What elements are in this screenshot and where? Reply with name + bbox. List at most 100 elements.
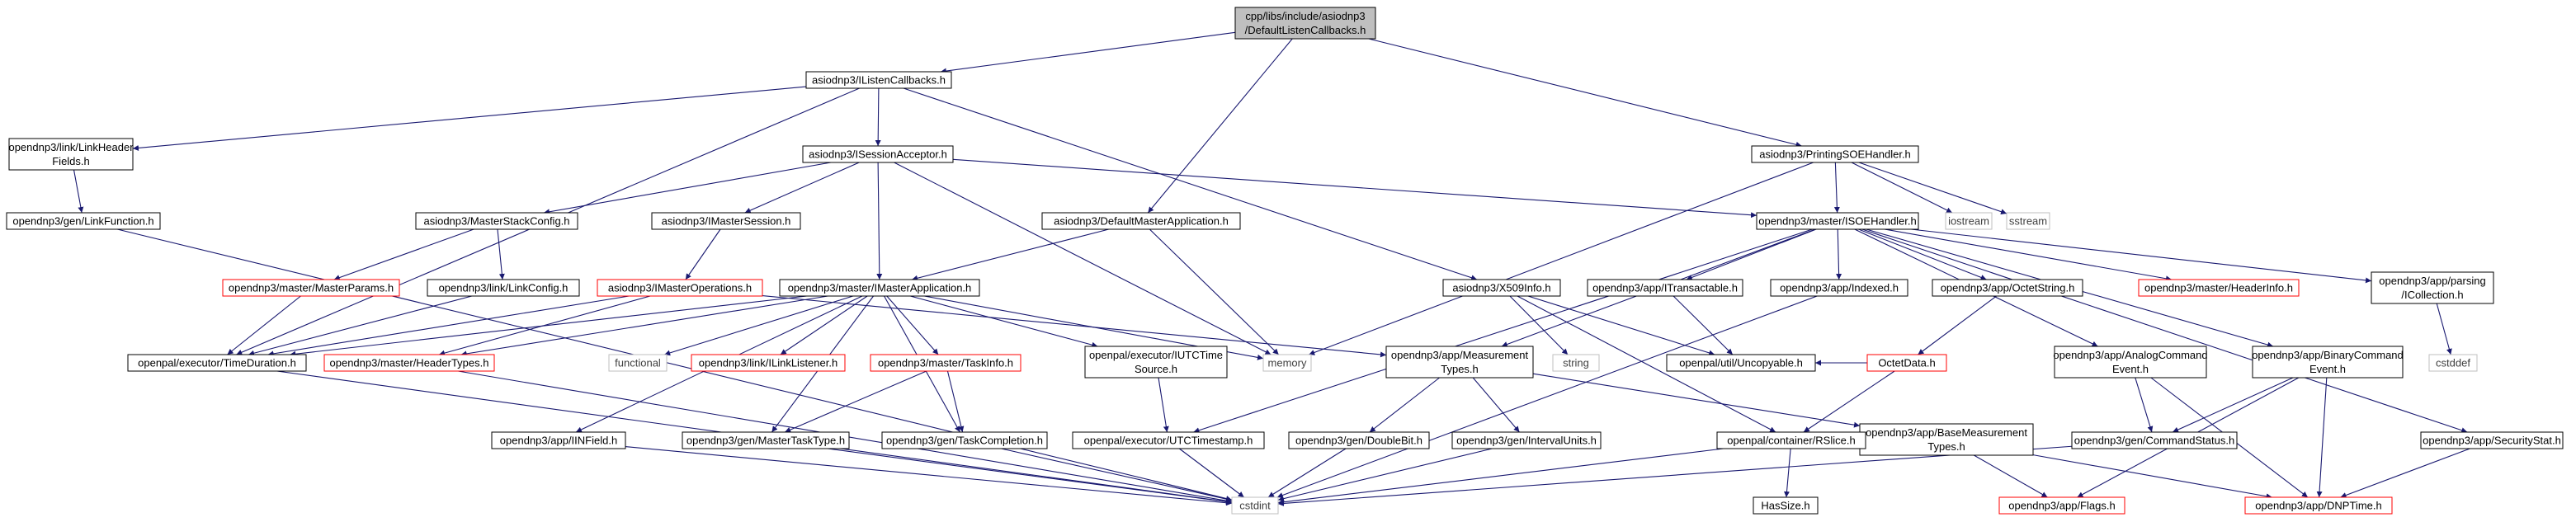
edge-ilisten-to-x509 bbox=[903, 87, 1478, 281]
node-label: HasSize.h bbox=[1761, 500, 1809, 512]
node-box bbox=[323, 354, 495, 372]
edge-mastertasktype-to-cstdint bbox=[827, 448, 1233, 505]
node-masterparams[interactable]: opendnp3/master/MasterParams.h bbox=[222, 279, 400, 297]
node-masterstack[interactable]: asiodnp3/MasterStackConfig.h bbox=[415, 212, 578, 230]
node-label: functional bbox=[615, 357, 661, 369]
node-sstream: sstream bbox=[2006, 212, 2050, 230]
node-defmasterapp[interactable]: asiodnp3/DefaultMasterApplication.h bbox=[1041, 212, 1241, 230]
edge-binarycmd-to-dnptime bbox=[2316, 377, 2328, 498]
node-headerinfo[interactable]: opendnp3/master/HeaderInfo.h bbox=[2138, 279, 2300, 297]
node-commandstatus[interactable]: opendnp3/gen/CommandStatus.h bbox=[2071, 431, 2238, 449]
node-box bbox=[415, 212, 578, 230]
node-box bbox=[1084, 346, 1228, 379]
edge-defmasterapp-to-imasterapp bbox=[911, 228, 1110, 281]
node-itransact[interactable]: opendnp3/app/ITransactable.h bbox=[1587, 279, 1743, 297]
node-imastersession[interactable]: asiodnp3/IMasterSession.h bbox=[651, 212, 801, 230]
node-box bbox=[1716, 431, 1866, 449]
node-label: sstream bbox=[2009, 215, 2047, 228]
node-imasterops[interactable]: asiodnp3/IMasterOperations.h bbox=[597, 279, 763, 297]
node-octetdata[interactable]: OctetData.h bbox=[1866, 354, 1947, 372]
node-utctimestamp[interactable]: openpal/executor/UTCTimestamp.h bbox=[1072, 431, 1265, 449]
node-linkconfig[interactable]: opendnp3/link/LinkConfig.h bbox=[427, 279, 580, 297]
node-label: cpp/libs/include/asiodnp3 bbox=[1245, 10, 1365, 22]
edge-ilisten-to-isession bbox=[875, 87, 881, 147]
node-mastertasktype[interactable]: opendnp3/gen/MasterTaskType.h bbox=[682, 431, 850, 449]
node-box bbox=[2420, 431, 2564, 449]
node-box bbox=[1262, 354, 1312, 372]
node-hassize[interactable]: HasSize.h bbox=[1753, 496, 1819, 515]
node-label: cstddef bbox=[2436, 357, 2470, 369]
node-securitystat[interactable]: opendnp3/app/SecurityStat.h bbox=[2420, 431, 2564, 449]
edge-ilisten-to-linkheader bbox=[132, 86, 807, 151]
node-headertypes[interactable]: opendnp3/master/HeaderTypes.h bbox=[323, 354, 495, 372]
node-label: asiodnp3/IMasterOperations.h bbox=[608, 282, 752, 294]
node-box bbox=[802, 145, 954, 163]
node-x509[interactable]: asiodnp3/X509Info.h bbox=[1442, 279, 1561, 297]
node-label: opendnp3/gen/DoubleBit.h bbox=[1295, 435, 1422, 447]
node-label: OctetData.h bbox=[1878, 357, 1935, 369]
node-imasterapp[interactable]: opendnp3/master/IMasterApplication.h bbox=[779, 279, 980, 297]
node-dnptime[interactable]: opendnp3/app/DNPTime.h bbox=[2244, 496, 2393, 515]
node-box bbox=[1998, 496, 2125, 515]
node-doublebit[interactable]: opendnp3/gen/DoubleBit.h bbox=[1288, 431, 1430, 449]
node-box bbox=[651, 212, 801, 230]
edge-isession-to-imastersession bbox=[744, 162, 860, 214]
node-label: opendnp3/master/HeaderInfo.h bbox=[2144, 282, 2293, 294]
node-box bbox=[6, 212, 161, 230]
node-label: opendnp3/app/BinaryCommand bbox=[2252, 349, 2404, 361]
edge-printsoe-to-memory bbox=[1309, 162, 1814, 355]
node-functional: functional bbox=[608, 354, 668, 372]
node-uncopyable[interactable]: openpal/util/Uncopyable.h bbox=[1666, 354, 1816, 372]
node-box bbox=[1451, 431, 1602, 449]
node-printsoe[interactable]: asiodnp3/PrintingSOEHandler.h bbox=[1751, 145, 1919, 163]
edge-icollection-to-cstddef bbox=[2436, 303, 2452, 355]
node-cstddef: cstddef bbox=[2428, 354, 2478, 372]
node-linkfunc[interactable]: opendnp3/gen/LinkFunction.h bbox=[6, 212, 161, 230]
edge-indexed-to-cstdint bbox=[1276, 295, 1818, 498]
node-ilisten[interactable]: asiodnp3/IListenCallbacks.h bbox=[805, 71, 952, 89]
node-isoe[interactable]: opendnp3/master/ISOEHandler.h bbox=[1756, 212, 1919, 230]
node-label: opendnp3/app/SecurityStat.h bbox=[2423, 435, 2561, 447]
edge-octetstring-to-octetdata bbox=[1918, 295, 1997, 355]
node-box bbox=[2006, 212, 2050, 230]
edge-rslice-to-cstdint bbox=[1277, 448, 1724, 506]
node-intervalunits[interactable]: opendnp3/gen/IntervalUnits.h bbox=[1451, 431, 1602, 449]
node-label: opendnp3/app/parsing bbox=[2379, 275, 2485, 287]
node-icollection[interactable]: opendnp3/app/parsing/ICollection.h bbox=[2371, 271, 2494, 304]
node-taskinfo[interactable]: opendnp3/master/TaskInfo.h bbox=[870, 354, 1021, 372]
node-octetstring[interactable]: opendnp3/app/OctetString.h bbox=[1932, 279, 2083, 297]
node-iinfield[interactable]: opendnp3/app/IINField.h bbox=[491, 431, 626, 449]
node-box bbox=[2138, 279, 2300, 297]
node-rslice[interactable]: openpal/container/RSlice.h bbox=[1716, 431, 1866, 449]
edge-x509-to-uncopyable bbox=[1527, 295, 1715, 356]
node-ilinklistener[interactable]: opendnp3/link/ILinkListener.h bbox=[691, 354, 846, 372]
edge-utctimestamp-to-cstdint bbox=[1178, 448, 1245, 498]
edge-imasterops-to-timeduration bbox=[267, 295, 630, 357]
node-label: Types.h bbox=[1441, 363, 1479, 375]
edge-doublebit-to-cstdint bbox=[1267, 448, 1347, 498]
node-box bbox=[2371, 271, 2494, 304]
node-timeduration[interactable]: openpal/executor/TimeDuration.h bbox=[127, 354, 307, 372]
node-label: opendnp3/app/IINField.h bbox=[500, 435, 617, 447]
node-label: opendnp3/app/OctetString.h bbox=[1941, 282, 2075, 294]
edge-isoe-to-octetstring bbox=[1858, 228, 1987, 280]
edge-x509-to-rslice bbox=[1517, 295, 1776, 433]
edge-linkfunc-to-cstdint bbox=[117, 228, 1233, 501]
node-flags[interactable]: opendnp3/app/Flags.h bbox=[1998, 496, 2125, 515]
node-isession[interactable]: asiodnp3/ISessionAcceptor.h bbox=[802, 145, 954, 163]
node-label: Source.h bbox=[1135, 363, 1177, 375]
node-box bbox=[1753, 496, 1819, 515]
node-label: opendnp3/app/ITransactable.h bbox=[1592, 282, 1738, 294]
node-box bbox=[1288, 431, 1430, 449]
node-root[interactable]: cpp/libs/include/asiodnp3/DefaultListenC… bbox=[1234, 7, 1376, 40]
node-box bbox=[427, 279, 580, 297]
edge-imasterapp-to-functional bbox=[664, 295, 853, 356]
node-indexed[interactable]: opendnp3/app/Indexed.h bbox=[1770, 279, 1908, 297]
node-taskcompletion[interactable]: opendnp3/gen/TaskCompletion.h bbox=[881, 431, 1048, 449]
